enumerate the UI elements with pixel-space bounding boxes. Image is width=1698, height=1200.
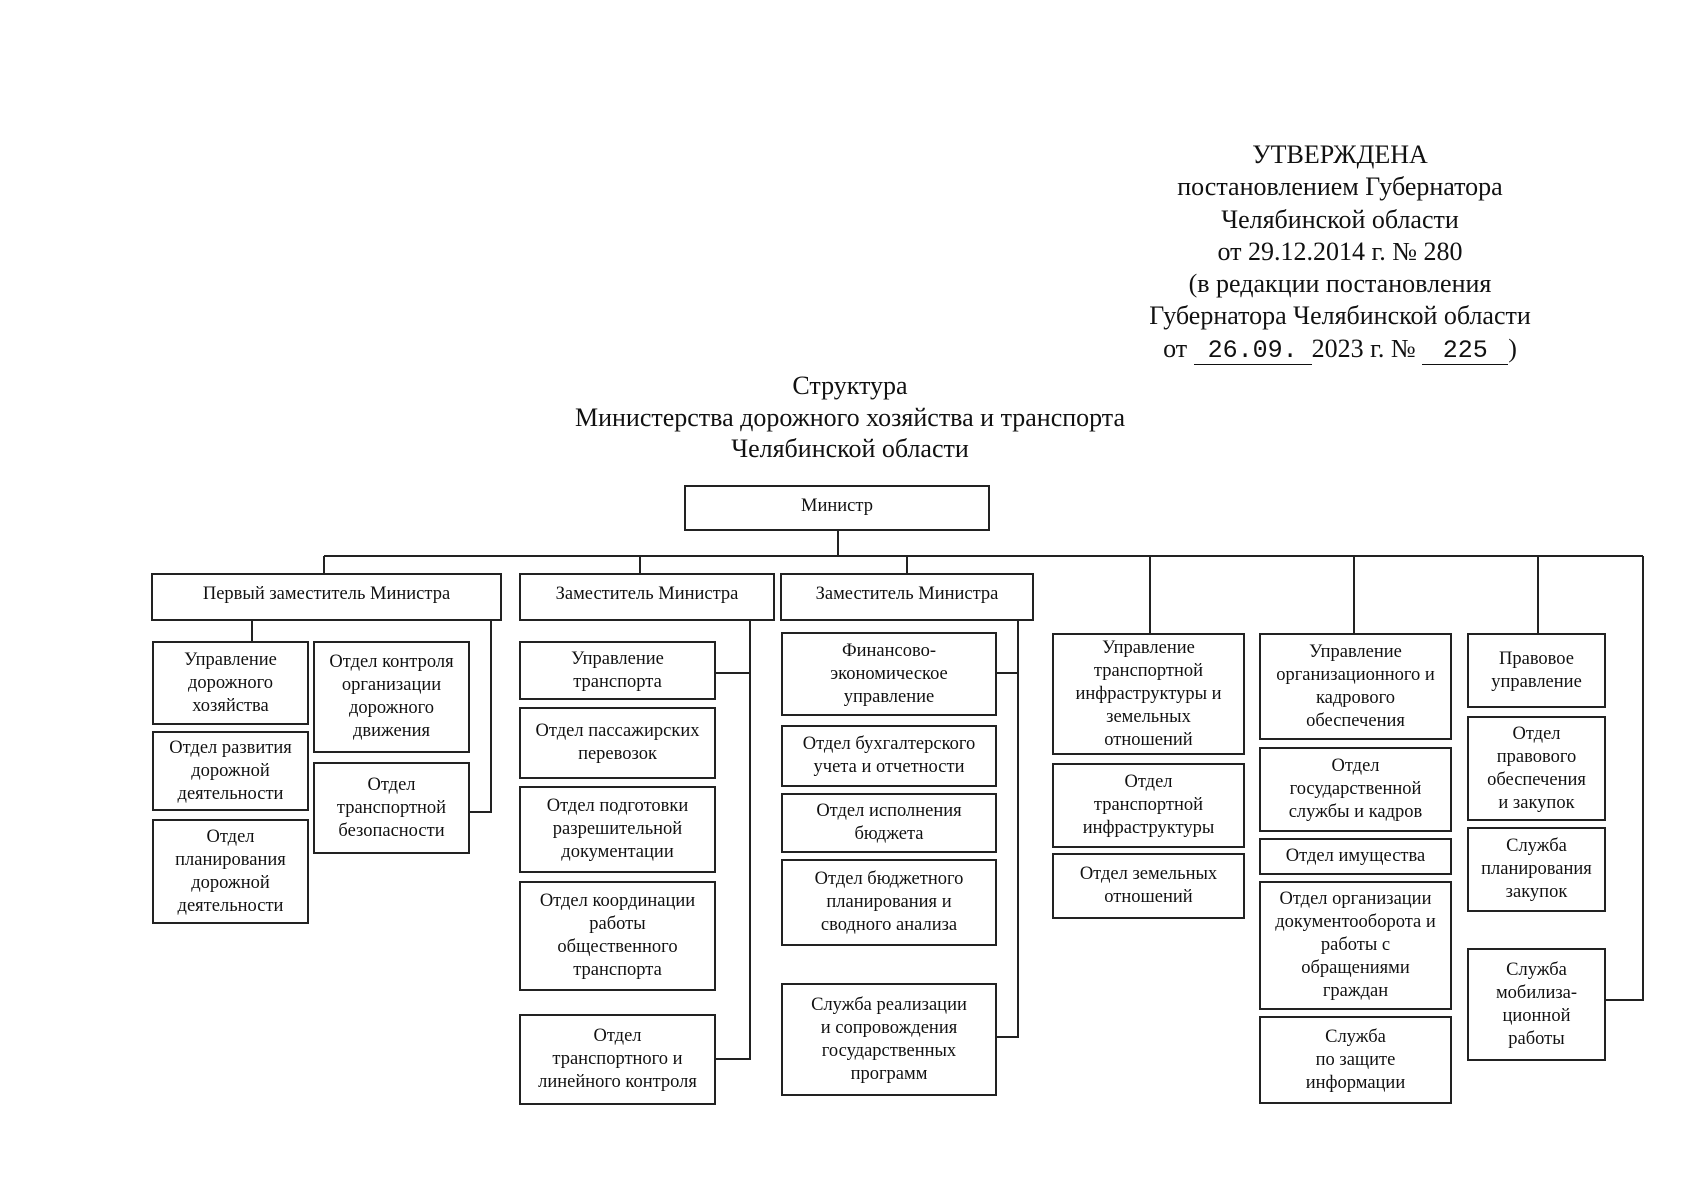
land-relations-box: Отдел земельных отношений [1052, 853, 1245, 919]
linear-control-box: Отдел транспортного и линейного контроля [519, 1014, 716, 1105]
transport-management-box: Управление транспорта [519, 641, 716, 700]
edition-mid: 2023 г. № [1311, 333, 1416, 363]
first-deputy-box: Первый заместитель Министра [151, 573, 502, 621]
accounting-box: Отдел бухгалтерского учета и отчетности [781, 725, 997, 787]
edition-number: 225 [1422, 337, 1509, 365]
road-planning-box: Отдел планирования дорожной деятельности [152, 819, 309, 924]
document-title: Структура Министерства дорожного хозяйст… [540, 370, 1160, 465]
approval-line: от 29.12.2014 г. № 280 [1217, 236, 1463, 266]
edition-date: 26.09. [1193, 337, 1312, 365]
deputy-minister-box: Заместитель Министра [519, 573, 775, 621]
approval-line-edition: от 26.09.2023 г. № 225) [1100, 333, 1580, 365]
information-security-box: Служба по защите информации [1259, 1016, 1452, 1104]
title-line: Структура [792, 371, 908, 400]
connector [470, 621, 492, 813]
road-development-box: Отдел развития дорожной деятельности [152, 731, 309, 811]
infrastructure-management-box: Управление транспортной инфраструктуры и… [1052, 633, 1245, 755]
legal-support-box: Отдел правового обеспечения и закупок [1467, 716, 1606, 821]
road-management-box: Управление дорожного хозяйства [152, 641, 309, 725]
edition-prefix: от [1163, 333, 1188, 363]
mobilization-box: Служба мобилиза- ционной работы [1467, 948, 1606, 1061]
public-transport-box: Отдел координации работы общественного т… [519, 881, 716, 991]
infrastructure-department-box: Отдел транспортной инфраструктуры [1052, 763, 1245, 848]
approval-line: (в редакции постановления [1188, 269, 1492, 299]
civil-service-box: Отдел государственной службы и кадров [1259, 747, 1452, 832]
legal-management-box: Правовое управление [1467, 633, 1606, 708]
property-box: Отдел имущества [1259, 838, 1452, 875]
connector [716, 621, 751, 1060]
minister-box: Министр [684, 485, 990, 531]
state-programs-box: Служба реализации и сопровождения госуда… [781, 983, 997, 1096]
approval-line: УТВЕРЖДЕНА [1252, 140, 1428, 169]
hr-management-box: Управление организационного и кадрового … [1259, 633, 1452, 740]
traffic-control-box: Отдел контроля организации дорожного дви… [313, 641, 470, 753]
budget-execution-box: Отдел исполнения бюджета [781, 793, 997, 853]
connector [1603, 556, 1644, 1001]
deputy-minister-box: Заместитель Министра [780, 573, 1034, 621]
title-line: Челябинской области [731, 434, 969, 463]
title-line: Министерства дорожного хозяйства и транс… [574, 402, 1126, 432]
approval-line: Губернатора Челябинской области [1149, 301, 1531, 331]
document-flow-box: Отдел организации документооборота и раб… [1259, 881, 1452, 1010]
passenger-transport-box: Отдел пассажирских перевозок [519, 707, 716, 779]
transport-safety-box: Отдел транспортной безопасности [313, 762, 470, 854]
edition-suffix: ) [1508, 333, 1517, 363]
budget-planning-box: Отдел бюджетного планирования и сводного… [781, 859, 997, 946]
permits-box: Отдел подготовки разрешительной документ… [519, 786, 716, 873]
procurement-planning-box: Служба планирования закупок [1467, 827, 1606, 912]
finance-management-box: Финансово- экономическое управление [781, 632, 997, 716]
approval-line: Челябинской области [1221, 204, 1459, 234]
connector [997, 621, 1019, 1038]
approval-stamp: УТВЕРЖДЕНА постановлением Губернатора Че… [1100, 139, 1580, 365]
approval-line: постановлением Губернатора [1177, 172, 1503, 202]
